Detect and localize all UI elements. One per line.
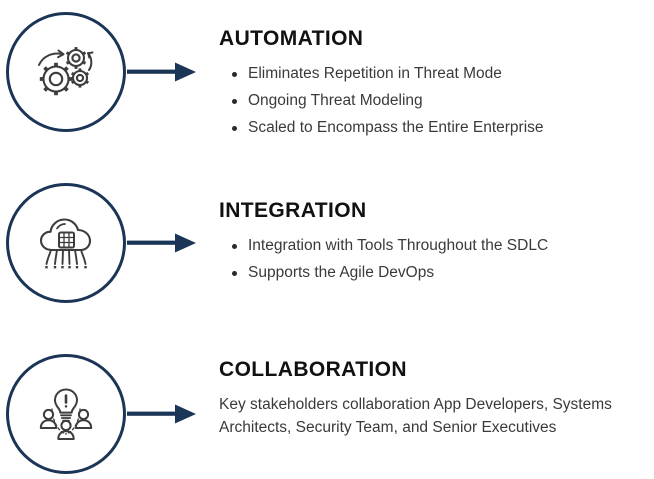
section-heading: INTEGRATION [219, 199, 367, 222]
text-block-automation: AUTOMATION Eliminates Repetition in Thre… [219, 27, 647, 139]
people-lightbulb-icon [35, 383, 97, 445]
section-integration: INTEGRATION Integration with Tools Throu… [0, 177, 654, 317]
icon-badge-collaboration [6, 354, 126, 474]
section-collaboration: COLLABORATION Key stakeholders collabora… [0, 348, 654, 479]
cloud-chip-icon [35, 212, 97, 274]
bullet-list: Eliminates Repetition in Threat Mode Ong… [219, 63, 647, 139]
section-heading: COLLABORATION [219, 358, 407, 381]
badge-circle [6, 354, 126, 474]
section-heading: AUTOMATION [219, 27, 364, 50]
list-item: Integration with Tools Throughout the SD… [219, 235, 647, 257]
list-item: Ongoing Threat Modeling [219, 90, 647, 112]
arrow-right-icon [127, 61, 197, 83]
section-paragraph: Key stakeholders collaboration App Devel… [219, 396, 612, 436]
gears-icon [35, 41, 97, 103]
bullet-list: Integration with Tools Throughout the SD… [219, 235, 647, 284]
text-block-integration: INTEGRATION Integration with Tools Throu… [219, 199, 647, 284]
icon-badge-integration [6, 183, 126, 303]
list-item: Supports the Agile DevOps [219, 262, 647, 284]
badge-circle [6, 12, 126, 132]
icon-badge-automation [6, 12, 126, 132]
list-item: Eliminates Repetition in Threat Mode [219, 63, 647, 85]
text-block-collaboration: COLLABORATION Key stakeholders collabora… [219, 358, 647, 439]
arrow-right-icon [127, 232, 197, 254]
list-item: Scaled to Encompass the Entire Enterpris… [219, 117, 647, 139]
section-automation: AUTOMATION Eliminates Repetition in Thre… [0, 6, 654, 156]
arrow-right-icon [127, 403, 197, 425]
